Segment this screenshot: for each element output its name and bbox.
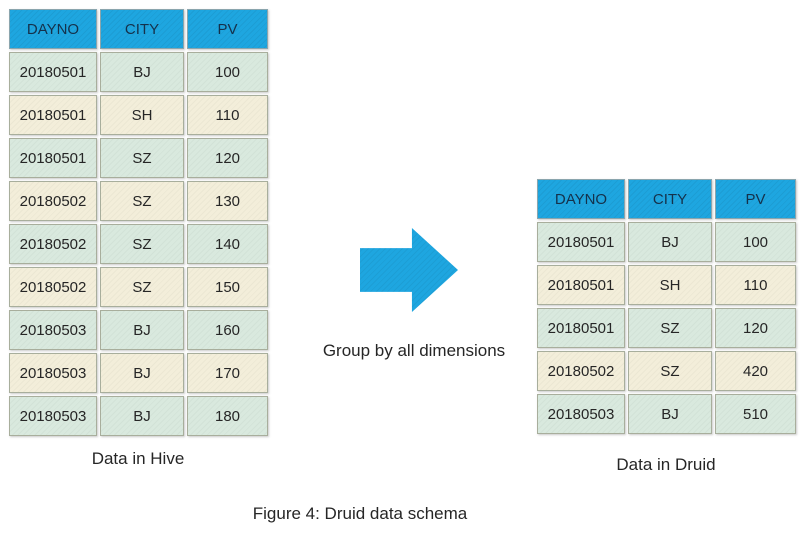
table-cell: 20180503 xyxy=(9,353,97,393)
table-cell: SZ xyxy=(628,308,712,348)
table-cell: BJ xyxy=(100,353,184,393)
table-cell: BJ xyxy=(100,396,184,436)
table-cell: 120 xyxy=(715,308,796,348)
table-cell: SZ xyxy=(628,351,712,391)
table-cell: 20180503 xyxy=(537,394,625,434)
table-cell: BJ xyxy=(628,394,712,434)
table-cell: 20180503 xyxy=(9,310,97,350)
table-cell: 20180501 xyxy=(537,265,625,305)
table-cell: SH xyxy=(100,95,184,135)
column-header: PV xyxy=(715,179,796,219)
table-cell: 120 xyxy=(187,138,268,178)
table-cell: BJ xyxy=(100,52,184,92)
table-cell: 170 xyxy=(187,353,268,393)
table-cell: 100 xyxy=(187,52,268,92)
table-cell: 100 xyxy=(715,222,796,262)
hive-table-caption: Data in Hive xyxy=(91,449,185,468)
table-cell: 20180502 xyxy=(9,224,97,264)
druid-table-caption: Data in Druid xyxy=(616,455,716,474)
table-cell: SH xyxy=(628,265,712,305)
arrow-label: Group by all dimensions xyxy=(322,341,506,360)
table-cell: SZ xyxy=(100,224,184,264)
table-cell: 20180501 xyxy=(9,52,97,92)
right-arrow-icon xyxy=(360,228,458,312)
table-cell: 20180501 xyxy=(9,138,97,178)
table-cell: 150 xyxy=(187,267,268,307)
table-cell: SZ xyxy=(100,267,184,307)
column-header: CITY xyxy=(628,179,712,219)
column-header: DAYNO xyxy=(9,9,97,49)
table-cell: 110 xyxy=(187,95,268,135)
figure-caption: Figure 4: Druid data schema xyxy=(252,504,468,523)
table-cell: 160 xyxy=(187,310,268,350)
table-cell: 420 xyxy=(715,351,796,391)
table-cell: 140 xyxy=(187,224,268,264)
table-cell: 20180503 xyxy=(9,396,97,436)
table-cell: BJ xyxy=(628,222,712,262)
table-cell: 20180502 xyxy=(537,351,625,391)
table-cell: BJ xyxy=(100,310,184,350)
column-header: CITY xyxy=(100,9,184,49)
table-cell: 510 xyxy=(715,394,796,434)
table-cell: 20180501 xyxy=(9,95,97,135)
table-cell: SZ xyxy=(100,138,184,178)
table-cell: SZ xyxy=(100,181,184,221)
column-header: DAYNO xyxy=(537,179,625,219)
table-cell: 20180501 xyxy=(537,222,625,262)
table-cell: 110 xyxy=(715,265,796,305)
table-cell: 130 xyxy=(187,181,268,221)
table-cell: 20180502 xyxy=(9,181,97,221)
table-cell: 20180502 xyxy=(9,267,97,307)
table-cell: 180 xyxy=(187,396,268,436)
column-header: PV xyxy=(187,9,268,49)
table-cell: 20180501 xyxy=(537,308,625,348)
